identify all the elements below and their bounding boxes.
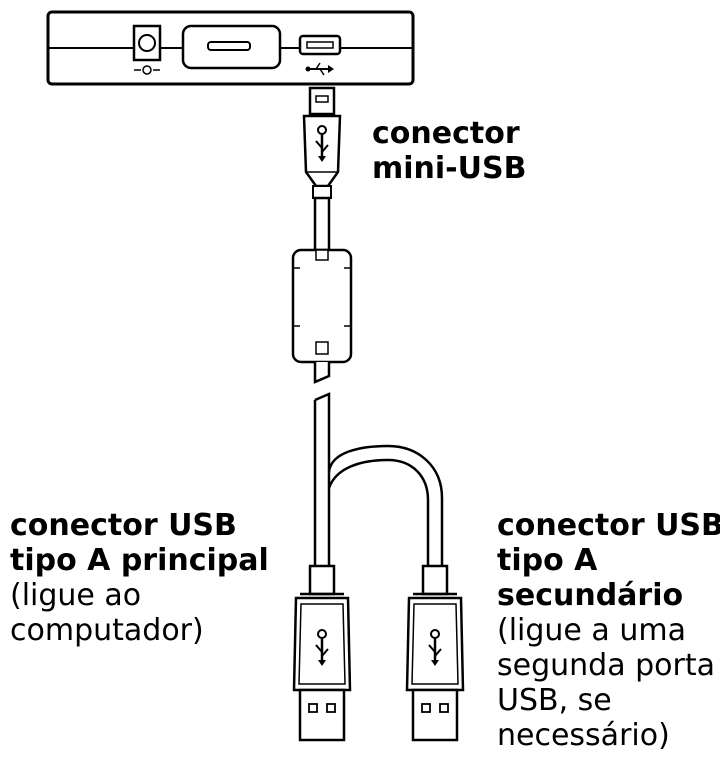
label-primary-note2: computador) <box>10 613 204 648</box>
label-secondary-note1: (ligue a uma <box>497 613 686 648</box>
mini-usb-connector <box>302 86 342 199</box>
power-port <box>132 24 162 62</box>
primary-usb-a-connector <box>292 564 352 742</box>
label-secondary-note2: segunda porta <box>497 648 715 683</box>
label-mini-usb-line2: mini-USB <box>372 151 527 186</box>
label-secondary-note4: necessário) <box>497 718 670 753</box>
label-secondary-connector: conector USB tipo A secundário (ligue a … <box>497 508 720 753</box>
secondary-usb-a-connector <box>405 564 465 742</box>
cable-lower <box>327 420 444 568</box>
ferrite-bead <box>291 248 353 364</box>
label-primary-line2: tipo A principal <box>10 543 269 578</box>
label-primary-line1: conector USB <box>10 508 237 543</box>
label-secondary-line1: conector USB <box>497 508 720 543</box>
label-secondary-line2: tipo A <box>497 543 598 578</box>
cable-break <box>313 362 331 568</box>
label-secondary-note3: USB, se <box>497 683 612 718</box>
label-primary-connector: conector USB tipo A principal (ligue ao … <box>10 508 269 648</box>
label-mini-usb: conector mini-USB <box>372 116 526 186</box>
cable-upper <box>313 196 331 252</box>
device-body <box>46 10 415 86</box>
label-secondary-line3: secundário <box>497 578 684 613</box>
mini-usb-port <box>298 34 342 56</box>
power-icon <box>134 65 160 75</box>
label-mini-usb-line1: conector <box>372 116 520 151</box>
usb-trident-icon <box>305 62 334 76</box>
label-primary-note1: (ligue ao <box>10 578 142 613</box>
